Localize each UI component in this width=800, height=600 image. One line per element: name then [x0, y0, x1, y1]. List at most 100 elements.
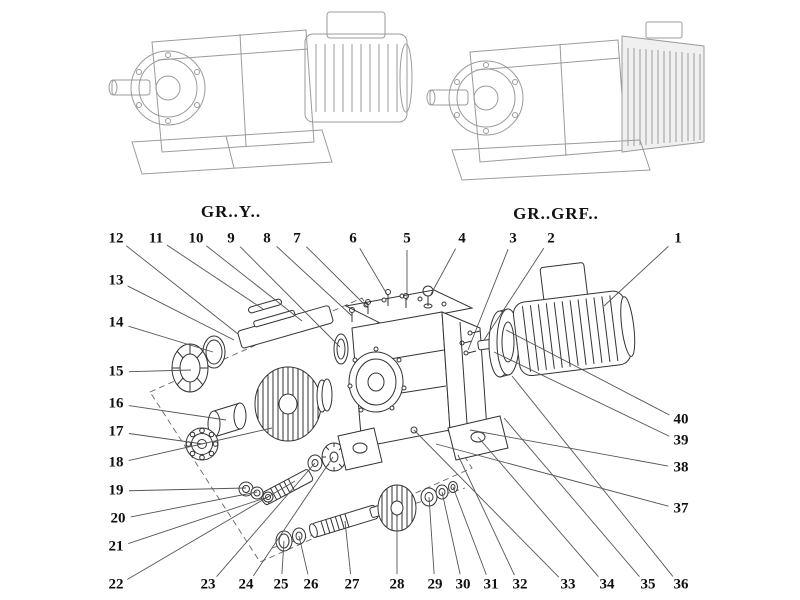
leader-line-36 — [511, 375, 674, 577]
callout-number-19: 19 — [108, 482, 124, 499]
leader-line-13 — [127, 285, 235, 341]
callout-number-27: 27 — [344, 576, 360, 593]
callout-number-18: 18 — [108, 454, 124, 471]
exploded-view — [171, 262, 636, 552]
leader-line-33 — [413, 429, 560, 578]
callout-number-15: 15 — [108, 363, 124, 380]
gearbox-housing-outline — [151, 29, 315, 153]
callout-number-5: 5 — [403, 230, 411, 247]
output-shaft — [111, 79, 151, 96]
gearbox-housing-outline — [469, 39, 627, 163]
callout-number-11: 11 — [148, 230, 164, 247]
cover-fasteners — [349, 285, 434, 322]
callout-number-24: 24 — [238, 576, 254, 593]
fan-cover-grooves — [627, 48, 701, 146]
leader-line-10 — [206, 245, 303, 322]
leader-line-27 — [344, 520, 352, 575]
callout-number-9: 9 — [227, 230, 235, 247]
leader-line-1 — [603, 246, 669, 307]
callout-number-4: 4 — [458, 230, 466, 247]
housing-cover-plate — [344, 289, 474, 326]
leader-line-31 — [452, 486, 487, 575]
leader-line-17 — [128, 433, 204, 445]
mounting-feet — [451, 139, 651, 181]
leader-line-26 — [298, 535, 309, 575]
output-shaft — [429, 89, 469, 106]
leader-line-15 — [128, 369, 192, 373]
callout-number-7: 7 — [293, 230, 301, 247]
leader-line-4 — [429, 248, 457, 297]
leader-line-16 — [128, 405, 227, 421]
mounting-feet — [131, 129, 333, 175]
leader-line-24 — [252, 456, 334, 577]
callout-number-17: 17 — [108, 423, 124, 440]
spacer-bushing — [207, 402, 247, 438]
fan-cover — [621, 35, 705, 153]
callout-number-2: 2 — [547, 230, 555, 247]
callout-number-36: 36 — [673, 576, 689, 593]
callout-number-37: 37 — [673, 500, 689, 517]
callout-number-3: 3 — [509, 230, 517, 247]
leader-line-12 — [125, 245, 239, 335]
callout-number-30: 30 — [455, 576, 471, 593]
variant-label-gr-y: GR..Y.. — [200, 202, 262, 221]
shaft-key — [248, 298, 282, 314]
motor-body-outline — [304, 33, 408, 123]
leader-lines — [125, 244, 674, 580]
callout-number-39: 39 — [673, 432, 689, 449]
motor-fins — [315, 44, 398, 112]
gear-housing — [337, 289, 509, 471]
callout-number-23: 23 — [200, 576, 216, 593]
callout-number-25: 25 — [273, 576, 289, 593]
leader-line-29 — [428, 496, 435, 575]
leader-line-2 — [483, 247, 545, 341]
callout-number-40: 40 — [673, 411, 689, 428]
motor-endcap — [399, 43, 413, 113]
cover-cap — [645, 21, 683, 39]
output-face-ring — [130, 50, 206, 126]
terminal-box-outline — [326, 11, 386, 39]
oil-seal — [333, 333, 349, 365]
output-face-ring — [448, 60, 524, 136]
leader-line-7 — [306, 246, 369, 309]
callout-number-33: 33 — [560, 576, 576, 593]
leader-line-22 — [127, 480, 296, 580]
leader-line-19 — [128, 487, 247, 492]
callout-number-34: 34 — [599, 576, 615, 593]
leader-line-14 — [128, 325, 214, 353]
leader-line-25 — [281, 540, 285, 575]
callout-number-20: 20 — [110, 510, 126, 527]
callout-number-21: 21 — [108, 538, 124, 555]
callout-number-28: 28 — [389, 576, 405, 593]
callout-number-14: 14 — [108, 314, 124, 331]
leader-line-20 — [130, 491, 258, 518]
callout-number-38: 38 — [673, 459, 689, 476]
leader-line-9 — [239, 246, 341, 348]
callout-number-6: 6 — [349, 230, 357, 247]
callout-number-8: 8 — [263, 230, 271, 247]
callout-number-10: 10 — [188, 230, 204, 247]
callout-number-22: 22 — [108, 576, 124, 593]
leader-line-37 — [435, 443, 669, 507]
callout-number-32: 32 — [512, 576, 528, 593]
callout-number-35: 35 — [640, 576, 656, 593]
variant-label-gr-grf: GR..GRF.. — [513, 204, 599, 223]
leader-line-8 — [276, 246, 353, 317]
input-fasteners — [459, 330, 481, 356]
leader-line-38 — [469, 429, 669, 467]
leader-line-18 — [128, 427, 273, 462]
callout-number-1: 1 — [674, 230, 682, 247]
leader-line-32 — [457, 454, 515, 576]
leader-line-21 — [128, 496, 269, 544]
callout-number-16: 16 — [108, 395, 124, 412]
callout-number-12: 12 — [108, 230, 124, 247]
callout-number-26: 26 — [303, 576, 319, 593]
leader-line-6 — [359, 248, 389, 297]
leader-line-35 — [503, 417, 640, 577]
leader-line-40 — [505, 329, 670, 416]
leader-line-3 — [467, 249, 509, 351]
leader-line-30 — [441, 491, 461, 575]
motor-body — [512, 262, 636, 377]
retaining-ring — [202, 335, 226, 369]
